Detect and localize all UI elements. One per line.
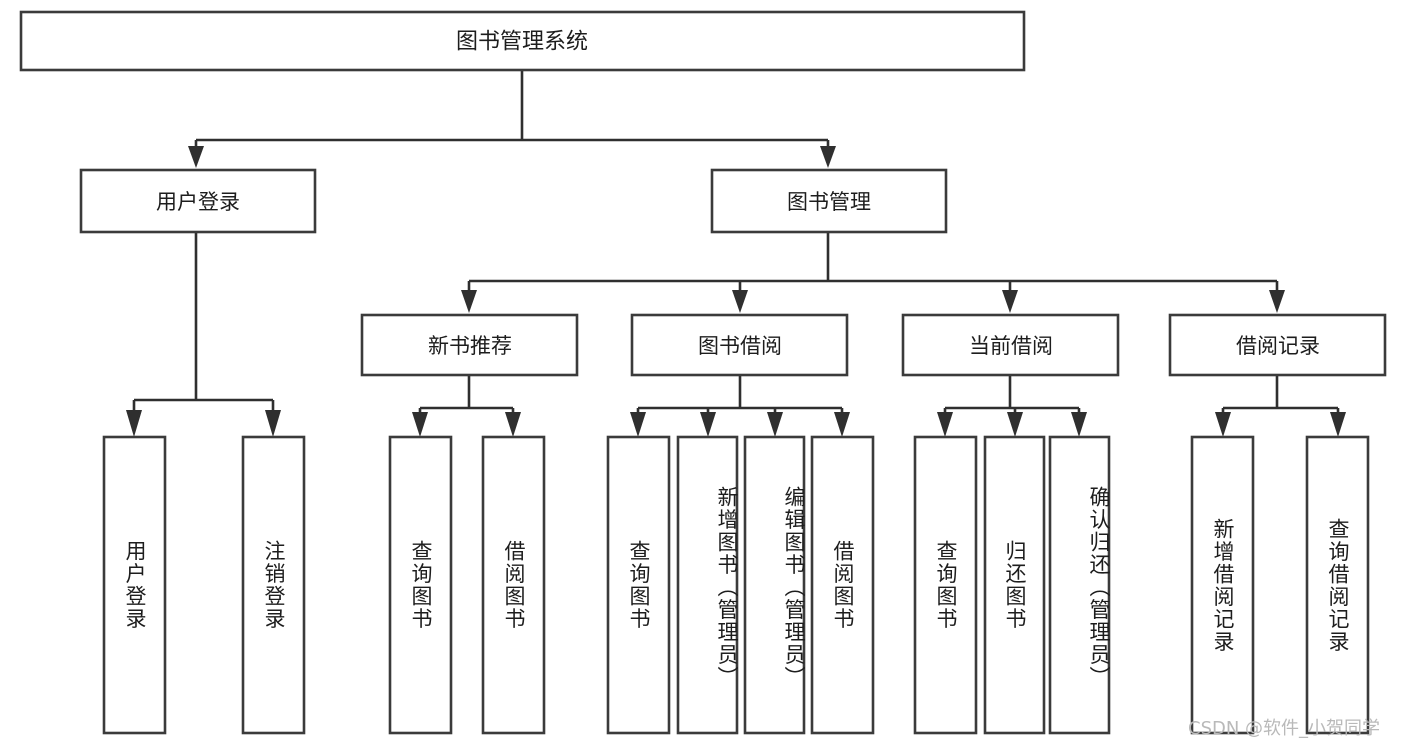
connector-group-root	[188, 70, 836, 168]
leaf-box-bb-edit[interactable]	[743, 435, 806, 735]
arrow-to-nb-leaf-2	[505, 412, 521, 437]
node-book-borrow-box[interactable]	[630, 313, 849, 377]
node-user-login-label: 用户登录	[156, 190, 240, 214]
leaf-box-cb-return[interactable]	[983, 435, 1046, 735]
arrow-to-cb-leaf-1	[937, 412, 953, 437]
node-book-manage-label: 图书管理	[787, 190, 871, 214]
connector-group-user-login	[126, 232, 281, 437]
node-borrow-record-box[interactable]	[1168, 313, 1387, 377]
arrow-to-book-manage	[820, 146, 836, 168]
node-current-borrow-label: 当前借阅	[969, 334, 1053, 358]
arrow-to-user-login	[188, 146, 204, 168]
connector-group-new-book	[412, 375, 521, 437]
connector-group-book-manage	[461, 232, 1285, 313]
node-root-label: 图书管理系统	[456, 30, 588, 55]
leaf-box-bb-query[interactable]	[606, 435, 671, 735]
arrow-to-cb-leaf-2	[1007, 412, 1023, 437]
leaf-box-user-login[interactable]	[102, 435, 167, 735]
arrow-to-new-book	[461, 290, 477, 313]
arrow-to-leaf-user-login	[126, 410, 142, 437]
node-current-borrow-box[interactable]	[901, 313, 1120, 377]
node-root-box[interactable]	[19, 10, 1026, 72]
leaf-box-bb-add[interactable]	[676, 435, 739, 735]
arrow-to-leaf-logout	[265, 410, 281, 437]
arrow-to-cb-leaf-3	[1071, 412, 1087, 437]
node-borrow-record-label: 借阅记录	[1236, 334, 1320, 358]
watermark: CSDN @软件_小贺同学	[1188, 718, 1381, 739]
arrow-to-br-leaf-2	[1330, 412, 1346, 437]
arrow-to-borrow-record	[1269, 290, 1285, 313]
leaf-box-logout[interactable]	[241, 435, 306, 735]
node-user-login-box[interactable]	[79, 168, 317, 234]
leaf-box-bb-borrow[interactable]	[810, 435, 875, 735]
arrow-to-br-leaf-1	[1215, 412, 1231, 437]
leaf-box-cb-confirm[interactable]	[1048, 435, 1111, 735]
arrow-to-book-borrow	[732, 290, 748, 313]
arrow-to-nb-leaf-1	[412, 412, 428, 437]
node-new-book-label: 新书推荐	[428, 334, 512, 358]
node-new-book-box[interactable]	[360, 313, 579, 377]
connector-group-borrow-record	[1215, 375, 1346, 437]
arrow-to-current-borrow	[1002, 290, 1018, 313]
leaf-box-br-add[interactable]	[1190, 435, 1255, 735]
node-book-manage-box[interactable]	[710, 168, 948, 234]
leaf-box-br-query[interactable]	[1305, 435, 1370, 735]
arrow-to-bb-leaf-1	[630, 412, 646, 437]
arrow-to-bb-leaf-4	[834, 412, 850, 437]
connector-group-book-borrow	[630, 375, 850, 437]
leaf-box-cb-query[interactable]	[913, 435, 978, 735]
node-book-borrow-label: 图书借阅	[698, 334, 782, 358]
arrow-to-bb-leaf-2	[700, 412, 716, 437]
leaf-box-nb-borrow[interactable]	[481, 435, 546, 735]
arrow-to-bb-leaf-3	[767, 412, 783, 437]
connector-group-current-borrow	[937, 375, 1087, 437]
leaf-box-nb-query[interactable]	[388, 435, 453, 735]
